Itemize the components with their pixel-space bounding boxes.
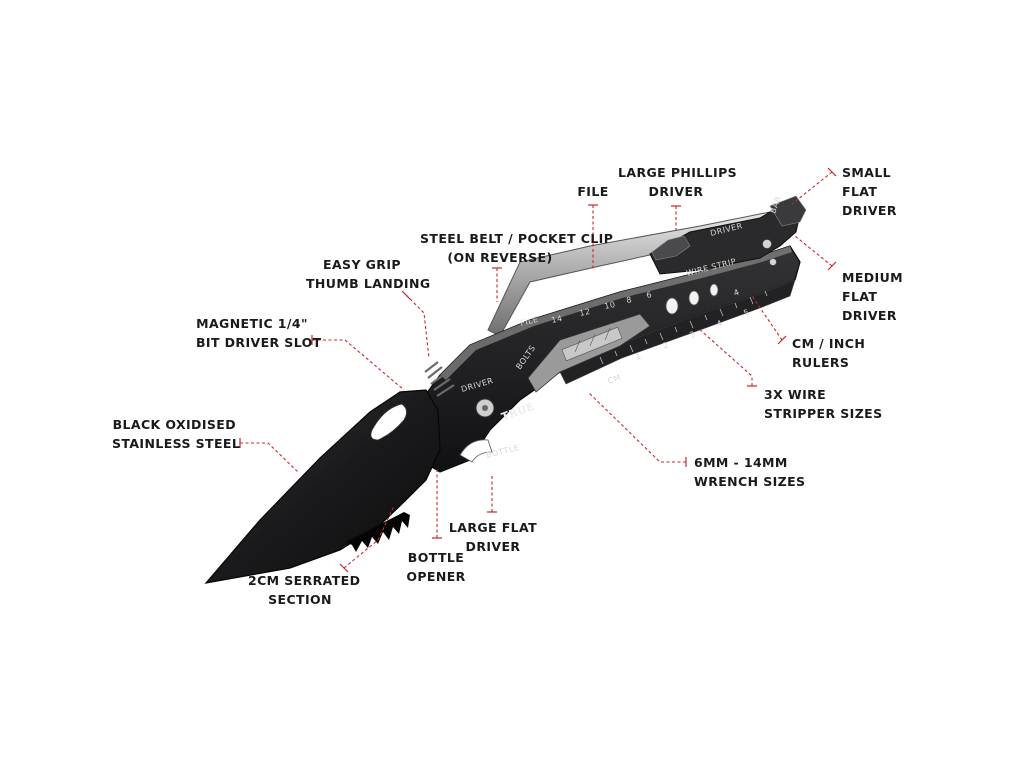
leader-cm-inch [751,295,783,341]
handle-bevel [440,246,792,380]
mark-ruler-number: 3 [688,329,697,339]
callout-large-flat-driver: LARGE FLAT DRIVER [448,520,538,554]
pivot-center [482,405,488,411]
mark-size: 12 [579,307,592,318]
serrated-edge [346,512,410,552]
mark-ruler-number: 2 [661,340,670,350]
flat-driver-jaw [769,195,807,227]
thumb-grip-ridges [424,361,455,397]
mark-ruler-number: 5 [742,307,751,317]
leader-wire-stripper [697,327,753,386]
mark-ruler-number: 4 [715,318,724,328]
blade-thumb-hole [370,403,407,441]
leader-easy-grip [405,294,430,359]
ruler-ticks [599,290,768,365]
leader-black-oxidised [240,442,299,473]
leader-magnetic-bit [312,339,405,391]
leader-end [827,261,837,271]
callout-medium-flat-driver: MEDIUM FLAT DRIVER [842,270,903,323]
callout-wire-stripper: 3X WIRE STRIPPER SIZES [764,387,883,421]
mark-ruler-numbers: 1 2 3 4 5 4 [634,287,751,361]
driver-rivet [762,239,772,249]
bottle-opener-cutout [459,439,493,463]
wire-stripper-holes [665,283,719,315]
callout-cm-inch-rulers: CM / INCH RULERS [792,336,866,370]
mark-size: 10 [604,300,617,311]
callout-bottle-opener: BOTTLE OPENER [406,550,466,584]
leader-end [827,167,837,177]
phillips-tip [651,235,691,261]
mark-bottle: BOTTLE [485,443,520,460]
mark-size: 14 [551,314,564,325]
mark-sizes: 14 12 10 8 6 [551,290,653,325]
mark-size: 8 [626,295,633,305]
callout-serrated-section: 2CM SERRATED SECTION [248,573,361,607]
callout-file: FILE [577,184,609,199]
leader-end [401,290,411,300]
leader-end [339,563,349,573]
callout-large-phillips-driver: LARGE PHILLIPS DRIVER [618,165,738,199]
mark-ruler-number: 1 [634,351,643,361]
leader-wrench-sizes [587,391,686,463]
driver-head [649,199,801,275]
callout-steel-belt-clip: STEEL BELT / POCKET CLIP (ON REVERSE) [420,231,614,265]
callout-magnetic-bit-slot: MAGNETIC 1/4" BIT DRIVER SLOT [196,316,322,350]
bit-hex [561,326,623,362]
leader-end [777,335,787,345]
driver-rivet-small [769,258,777,266]
mark-size: 6 [646,290,653,300]
leader-medium-flat [794,235,833,267]
mark-inch-number: 4 [732,287,741,297]
mark-ruler-cm: CM [606,372,622,385]
callout-black-oxidised: BLACK OXIDISED STAINLESS STEEL [112,417,241,451]
mark-file: FILE [519,315,539,328]
leader-serrated [343,505,395,569]
callout-wrench-sizes: 6MM - 14MM WRENCH SIZES [694,455,806,489]
callout-small-flat-driver: SMALL FLAT DRIVER [842,165,897,218]
leader-lines [239,167,837,573]
callout-easy-grip: EASY GRIP THUMB LANDING [306,257,431,291]
